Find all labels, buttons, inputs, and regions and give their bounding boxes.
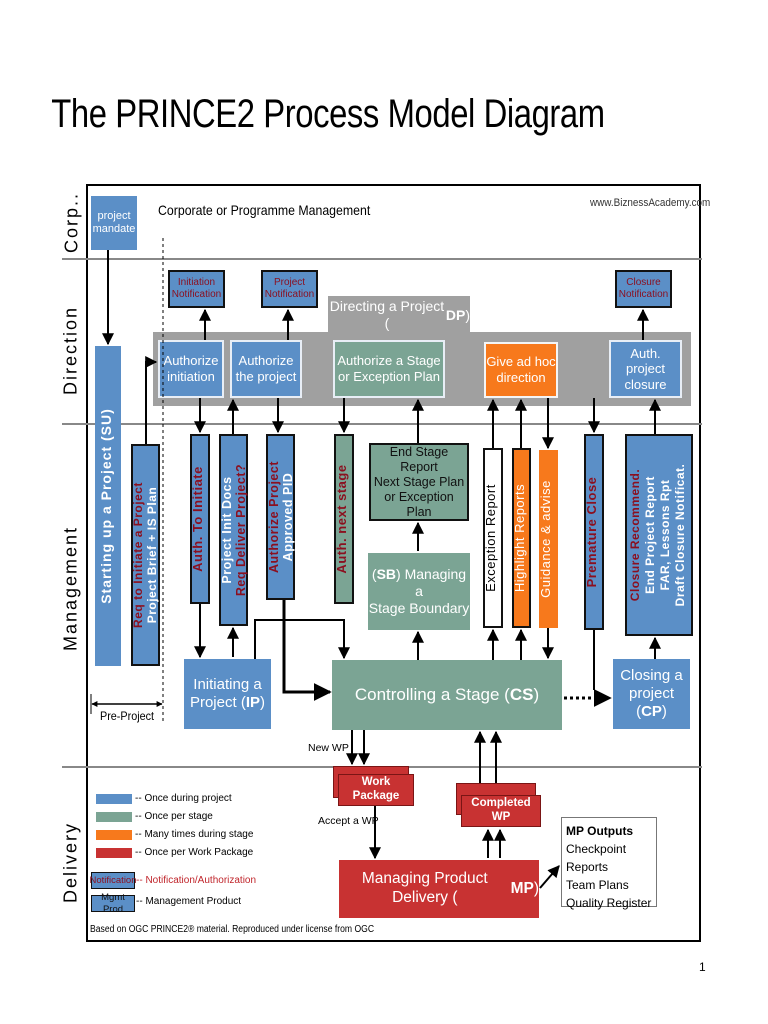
accept-wp-label: Accept a WP [318, 815, 379, 827]
sb-line1: (SB) Managing a [371, 566, 467, 600]
req-initiate-box: Req to Initiate a Project Project Brief … [131, 444, 160, 666]
pre-project-label: Pre-Project [100, 709, 155, 723]
closure-recommend-box: Closure Recommend. End Project Report FA… [625, 434, 693, 636]
mp-outputs-title: MP Outputs [566, 824, 634, 838]
cp-line2: project (CP) [628, 685, 675, 720]
initiating-project-box: Initiating a Project (IP) [184, 659, 271, 729]
premature-close-box: Premature Close [584, 434, 604, 630]
ip-line1: Initiating a [193, 676, 262, 693]
legend-once-per-wp: -- Once per Work Package [135, 847, 254, 858]
mp-output-item: Checkpoint Reports [566, 842, 627, 874]
auth-initiate-box: Auth. To Initiate [190, 434, 210, 604]
exception-report-box: Exception Report [483, 448, 503, 628]
end-stage-line3: or Exception Plan [384, 489, 454, 519]
band-divider-corp [62, 258, 702, 260]
work-package-box: Work Package [338, 774, 414, 806]
legend-swatch-orange [96, 830, 132, 840]
auth-project-closure-box: Auth. project closure [609, 340, 682, 398]
end-stage-line1: End Stage Report [389, 444, 449, 474]
closing-project-box: Closing a project (CP) [613, 659, 690, 729]
diagram-frame [86, 184, 701, 942]
mp-prefix: Managing Product Delivery ( [361, 870, 488, 906]
dp-title-suffix: ) [465, 306, 470, 323]
mp-outputs-box: MP Outputs Checkpoint Reports Team Plans… [561, 817, 657, 910]
authorize-pid-box: Authorize Project Approved PID [266, 434, 295, 600]
footer-note: Based on OGC PRINCE2® material. Reproduc… [90, 924, 375, 935]
authorize-stage-box: Authorize a Stage or Exception Plan [333, 340, 445, 398]
mp-suffix: ) [533, 879, 539, 897]
sb-abbr: SB [376, 566, 397, 583]
legend-once-during: -- Once during project [135, 793, 232, 804]
dp-title-prefix: Directing a Project ( [329, 298, 445, 331]
legend-mgmt-text: -- Management Product [136, 896, 242, 907]
cs-prefix: Controlling a Stage ( [354, 684, 510, 704]
dp-title-tab: Directing a Project (DP) [328, 296, 470, 334]
sb-line1-suffix: ) Managing a [396, 566, 467, 600]
end-stage-line2: Next Stage Plan [373, 474, 465, 489]
legend-swatch-green [96, 812, 132, 822]
legend-many-times: -- Many times during stage [135, 829, 254, 840]
managing-stage-boundary-box: (SB) Managing a Stage Boundary [368, 553, 470, 630]
project-mandate-box: project mandate [91, 196, 137, 250]
corporate-label: Corporate or Programme Management [158, 202, 371, 218]
guidance-advise-box: Guidance & advise [538, 450, 558, 628]
end-stage-report-box: End Stage Report Next Stage Plan or Exce… [369, 443, 469, 521]
cs-suffix: ) [533, 684, 540, 704]
project-init-docs-box: Project Init Docs Req Deliver Project? [219, 434, 248, 626]
cp-line1: Closing a [620, 667, 683, 684]
legend-swatch-red [96, 848, 132, 858]
dp-title-abbr: DP [445, 306, 466, 323]
website-label: www.BiznessAcademy.com [590, 197, 711, 209]
ip-abbr: IP [245, 694, 261, 711]
managing-product-delivery-box: Managing Product Delivery ( MP) [339, 860, 539, 918]
authorize-project-box: Authorize the project [230, 340, 302, 398]
mp-abbr: MP [510, 879, 534, 897]
mp-output-item: Team Plans [566, 878, 629, 892]
closure-notification: Closure Notification [615, 270, 672, 308]
legend-mgmt-swatch: Mgmt Prod [91, 892, 135, 915]
legend-notification-text: -- Notification/Authorization [136, 875, 257, 886]
cs-abbr: CS [509, 684, 534, 704]
project-notification: Project Notification [261, 270, 318, 308]
authorize-initiation-box: Authorize initiation [158, 340, 224, 398]
ip-line2: Project (IP) [189, 694, 266, 711]
page-title: The PRINCE2 Process Model Diagram [51, 92, 605, 136]
cp-abbr: CP [641, 703, 662, 720]
initiation-notification: Initiation Notification [168, 270, 225, 308]
mp-output-item: Quality Register [566, 896, 652, 910]
band-divider-direction [62, 423, 702, 425]
legend-notification-swatch: Notification [90, 872, 137, 889]
highlight-reports-box: Highlight Reports [512, 448, 531, 628]
legend-once-per-stage: -- Once per stage [135, 811, 213, 822]
cp-line2-prefix: project ( [628, 685, 675, 720]
ip-line2-prefix: Project ( [189, 694, 246, 711]
starting-up-project-box: Starting up a Project (SU) [95, 346, 121, 666]
completed-wp-box: Completed WP [461, 795, 541, 827]
page-number: 1 [699, 960, 706, 974]
auth-next-stage-box: Auth. next stage [334, 434, 354, 604]
sb-line2: Stage Boundary [368, 599, 470, 616]
controlling-stage-box: Controlling a Stage (CS) [332, 660, 562, 730]
give-adhoc-direction-box: Give ad hoc direction [484, 342, 558, 398]
new-wp-label: New WP [308, 742, 349, 754]
legend-swatch-blue [96, 794, 132, 804]
